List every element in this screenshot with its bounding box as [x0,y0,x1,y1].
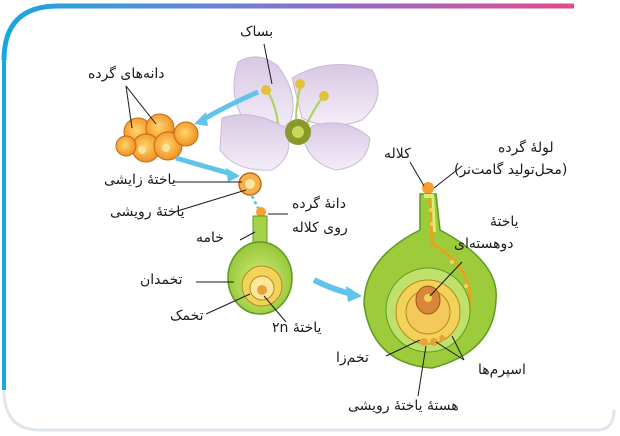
label-vegetative-cell: یاختهٔ رویشی [110,204,185,220]
pistil-small [228,207,292,314]
pollen-grains-cluster [116,114,198,162]
label-pollen-grains: دانه‌های گرده [88,66,165,82]
label-binucleate-2: دوهسته‌ای [454,236,513,252]
label-pollen-on-stigma-1: دانهٔ گرده [292,196,346,212]
label-pollen-tube-2: (محل‌تولید گامت‌نر) [454,162,567,178]
label-binucleate-1: یاختهٔ [490,214,519,230]
label-sperms: اسپرم‌ها [478,362,526,378]
label-style: خامه [196,230,224,246]
arrow-pollen-to-grain [176,158,232,174]
label-pollen-on-stigma-2: روی کلاله [292,220,348,236]
label-generative-cell: یاختهٔ زایشی [104,172,176,188]
label-ovule: تخمک [170,308,204,324]
label-vegetative-nucleus: هستهٔ یاختهٔ رویشی [348,398,459,414]
label-anther: بساک [240,24,273,40]
frame-border-top [4,6,574,60]
label-cell-2n: یاختهٔ ۲n [272,320,321,336]
label-egg-cell: تخم‌زا [336,350,369,366]
pollen-grain-single [239,173,261,195]
flower-illustration [220,57,378,170]
pistil-section-large [364,182,496,368]
label-pollen-tube-1: لولهٔ گرده [498,140,554,156]
label-ovary: تخمدان [140,272,183,288]
label-stigma: کلاله [384,146,411,162]
frame-border-bottom [4,390,614,430]
